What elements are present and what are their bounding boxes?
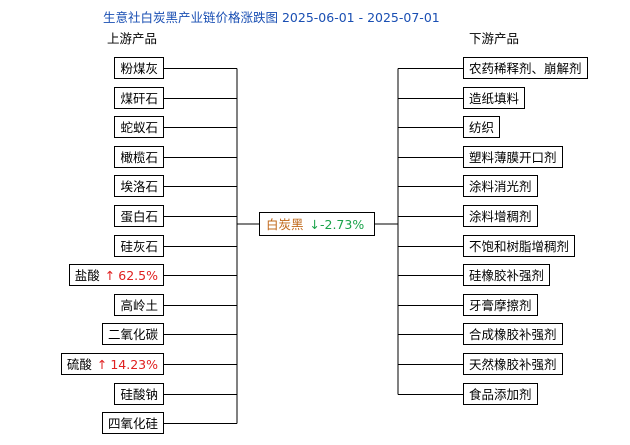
downstream-product-box[interactable]: 涂料消光剂 [463,175,538,197]
downstream-product-box[interactable]: 农药稀释剂、崩解剂 [463,57,588,79]
downstream-heading: 下游产品 [469,31,520,46]
upstream-price-change: 62.5% [118,268,158,283]
upstream-product-name: 高岭土 [120,298,158,313]
upstream-product-box[interactable]: 蛋白石 [114,205,164,227]
downstream-product-box[interactable]: 天然橡胶补强剂 [463,353,563,375]
downstream-product-name: 天然橡胶补强剂 [469,357,557,372]
upstream-price-change: 14.23% [110,357,158,372]
upstream-product-box[interactable]: 埃洛石 [114,175,164,197]
downstream-product-name: 涂料消光剂 [469,179,532,194]
downstream-product-box[interactable]: 牙膏摩擦剂 [463,294,538,316]
upstream-product-name: 盐酸 [74,268,100,283]
upstream-product-box[interactable]: 硅酸钠 [114,383,164,405]
up-arrow-icon: ↑ [96,357,108,372]
downstream-product-box[interactable]: 纺织 [463,116,501,138]
downstream-product-box[interactable]: 造纸填料 [463,87,526,109]
downstream-product-box[interactable]: 涂料增稠剂 [463,205,538,227]
center-product-name: 白炭黑 [266,217,304,232]
upstream-product-name: 硅灰石 [120,239,158,254]
downstream-product-name: 农药稀释剂、崩解剂 [469,61,582,76]
upstream-product-name: 四氧化硅 [107,416,158,431]
upstream-product-name: 硅酸钠 [120,387,158,402]
upstream-product-name: 埃洛石 [120,179,158,194]
downstream-product-name: 牙膏摩擦剂 [469,298,532,313]
downstream-product-name: 涂料增稠剂 [469,209,532,224]
down-arrow-icon: ↓ [309,217,320,232]
upstream-product-box[interactable]: 高岭土 [114,294,164,316]
upstream-product-box[interactable]: 硫酸 ↑14.23% [60,353,164,375]
upstream-product-box[interactable]: 橄榄石 [114,146,164,168]
upstream-product-box[interactable]: 煤矸石 [114,87,164,109]
up-arrow-icon: ↑ [104,268,116,283]
downstream-product-name: 塑料薄膜开口剂 [469,150,557,165]
downstream-product-name: 造纸填料 [469,91,520,106]
upstream-product-name: 蛇蚁石 [120,120,158,135]
downstream-product-box[interactable]: 食品添加剂 [463,383,538,405]
center-price-change: -2.73% [320,217,365,232]
upstream-product-name: 粉煤灰 [120,61,158,76]
upstream-product-name: 硫酸 [66,357,92,372]
downstream-product-name: 硅橡胶补强剂 [469,268,545,283]
downstream-product-box[interactable]: 硅橡胶补强剂 [463,264,551,286]
chart-title: 生意社白炭黑产业链价格涨跌图 2025-06-01 - 2025-07-01 [103,10,440,25]
downstream-product-name: 食品添加剂 [469,387,532,402]
downstream-product-box[interactable]: 不饱和树脂增稠剂 [463,235,576,257]
upstream-product-box[interactable]: 粉煤灰 [114,57,164,79]
upstream-product-box[interactable]: 二氧化碳 [101,323,164,345]
downstream-product-box[interactable]: 合成橡胶补强剂 [463,323,563,345]
upstream-product-box[interactable]: 蛇蚁石 [114,116,164,138]
center-product-box[interactable]: 白炭黑 ↓-2.73% [259,212,375,236]
downstream-product-name: 合成橡胶补强剂 [469,327,557,342]
upstream-product-name: 煤矸石 [120,91,158,106]
upstream-product-name: 橄榄石 [120,150,158,165]
upstream-heading: 上游产品 [107,31,158,46]
upstream-product-box[interactable]: 盐酸 ↑62.5% [68,264,164,286]
upstream-product-box[interactable]: 硅灰石 [114,235,164,257]
upstream-product-box[interactable]: 四氧化硅 [101,412,164,434]
downstream-product-name: 纺织 [469,120,495,135]
downstream-product-box[interactable]: 塑料薄膜开口剂 [463,146,563,168]
downstream-product-name: 不饱和树脂增稠剂 [469,239,570,254]
upstream-product-name: 二氧化碳 [107,327,158,342]
upstream-product-name: 蛋白石 [120,209,158,224]
